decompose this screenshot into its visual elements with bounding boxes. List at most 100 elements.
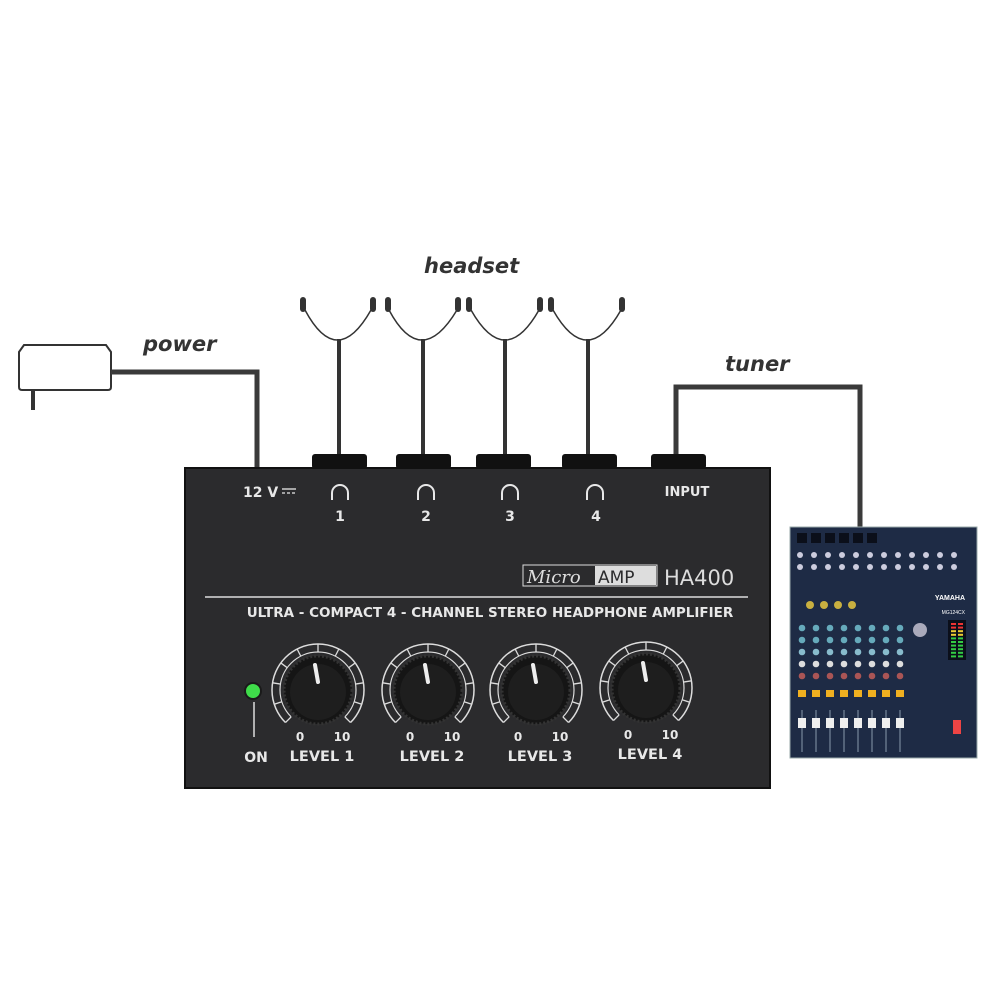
output-jack-4 bbox=[562, 454, 617, 469]
mixer-jack-icon bbox=[909, 552, 915, 558]
mixer-jack-icon bbox=[951, 552, 957, 558]
input-jack bbox=[651, 454, 706, 469]
mixer-knob-icon bbox=[798, 672, 806, 680]
mixer-button-icon bbox=[882, 690, 890, 697]
knob-label: LEVEL 3 bbox=[508, 749, 573, 765]
mixer-jack-icon bbox=[895, 552, 901, 558]
mixer-knob-icon bbox=[826, 672, 834, 680]
scale-max-label: 10 bbox=[552, 730, 569, 744]
mixer-knob-icon bbox=[882, 660, 890, 668]
scale-max-label: 10 bbox=[662, 728, 679, 742]
power-adapter-icon bbox=[18, 344, 112, 410]
mixer-knob-icon bbox=[868, 624, 876, 632]
mixer-knob-icon bbox=[812, 672, 820, 680]
mixer-knob-icon bbox=[868, 672, 876, 680]
mixer-jack-icon bbox=[951, 564, 957, 570]
mixer-jack-icon bbox=[881, 564, 887, 570]
headset-label: headset bbox=[424, 254, 520, 278]
mixer-knob-icon bbox=[840, 672, 848, 680]
headset-icon-2 bbox=[385, 297, 461, 456]
mixer-fader-icon bbox=[868, 718, 876, 728]
mixer-knob-icon bbox=[806, 601, 814, 609]
headset-icon-3 bbox=[466, 297, 543, 456]
knob-label: LEVEL 1 bbox=[290, 749, 355, 765]
scale-min-label: 0 bbox=[406, 730, 414, 744]
mixer-fader-icon bbox=[896, 718, 904, 728]
mixer-knob-icon bbox=[896, 672, 904, 680]
mixer-knob-icon bbox=[840, 648, 848, 656]
mixer-knob-icon bbox=[896, 648, 904, 656]
mixer-jack-icon bbox=[881, 552, 887, 558]
mixer-jack-icon bbox=[839, 552, 845, 558]
mixer-knob-icon bbox=[820, 601, 828, 609]
mixer-knob-icon bbox=[896, 636, 904, 644]
mixer-jack-icon bbox=[923, 552, 929, 558]
jacks bbox=[312, 454, 706, 469]
mixer-jack-icon bbox=[937, 564, 943, 570]
mixer-knob-icon bbox=[840, 660, 848, 668]
mixer-knob-icon bbox=[826, 660, 834, 668]
mixer-jack-icon bbox=[895, 564, 901, 570]
mixer-fader-icon bbox=[854, 718, 862, 728]
mixer-knob-icon bbox=[840, 624, 848, 632]
mixer-xlr-icon bbox=[867, 533, 877, 543]
mixer-knob-icon bbox=[812, 624, 820, 632]
tuner-cable bbox=[673, 384, 863, 528]
output-jack-3 bbox=[476, 454, 531, 469]
mixer-jack-icon bbox=[923, 564, 929, 570]
knob-indicator bbox=[423, 663, 430, 684]
output-jack-1 bbox=[312, 454, 367, 469]
mixer-knob-icon bbox=[868, 648, 876, 656]
mixer-brand: YAMAHA bbox=[935, 595, 965, 602]
mixer-jack-icon bbox=[867, 564, 873, 570]
mixer-xlr-icon bbox=[825, 533, 835, 543]
mixer-button-icon bbox=[868, 690, 876, 697]
mixer-knob-icon bbox=[854, 624, 862, 632]
headphone-icon-3 bbox=[501, 484, 519, 500]
mixer-knob-icon bbox=[798, 648, 806, 656]
headset-icon-4 bbox=[548, 297, 625, 456]
power-cable bbox=[111, 369, 260, 468]
mixer-button-icon bbox=[826, 690, 834, 697]
scale-min-label: 0 bbox=[296, 730, 304, 744]
tuner-label: tuner bbox=[725, 352, 791, 376]
mixer-model: MG124CX bbox=[942, 610, 966, 616]
mixer-fader-icon bbox=[882, 718, 890, 728]
mixer-knob-icon bbox=[798, 636, 806, 644]
mixer-xlr-icon bbox=[839, 533, 849, 543]
knob-indicator bbox=[641, 661, 648, 682]
mixer-knob-icon bbox=[812, 636, 820, 644]
knob-indicator bbox=[313, 663, 320, 684]
output-label-3: 3 bbox=[505, 509, 515, 525]
mixer-knob-icon bbox=[854, 636, 862, 644]
mixer-button-icon bbox=[854, 690, 862, 697]
headphone-icon-2 bbox=[417, 484, 435, 500]
mixer-knob-icon bbox=[854, 660, 862, 668]
mixer-fader-icon bbox=[840, 718, 848, 728]
mixer-xlr-icon bbox=[811, 533, 821, 543]
mixer-knob-icon bbox=[840, 636, 848, 644]
mixer-dial-icon bbox=[913, 623, 927, 637]
mixer-xlr-icon bbox=[853, 533, 863, 543]
knob-indicator bbox=[531, 663, 538, 684]
mixer-button-icon bbox=[896, 690, 904, 697]
mixer-jack-icon bbox=[825, 564, 831, 570]
mixer-jack-icon bbox=[811, 564, 817, 570]
brand-logo: Micro AMP bbox=[522, 564, 658, 588]
output-jack-2 bbox=[396, 454, 451, 469]
mixer-knob-icon bbox=[896, 660, 904, 668]
headset-icon-1 bbox=[300, 297, 376, 456]
subtitle: ULTRA - COMPACT 4 - CHANNEL STEREO HEADP… bbox=[247, 605, 734, 621]
mixer-knob-icon bbox=[848, 601, 856, 609]
headphone-amplifier: 12 V 1 2 3 4 INPUT Micro AMP HA400 ULTRA… bbox=[184, 467, 771, 789]
headphone-icons bbox=[331, 484, 604, 500]
mixer-knob-icon bbox=[854, 672, 862, 680]
mixer-knob-icon bbox=[882, 624, 890, 632]
mixer-knob-icon bbox=[896, 624, 904, 632]
mixer-knob-icon bbox=[882, 648, 890, 656]
headsets bbox=[300, 297, 625, 456]
